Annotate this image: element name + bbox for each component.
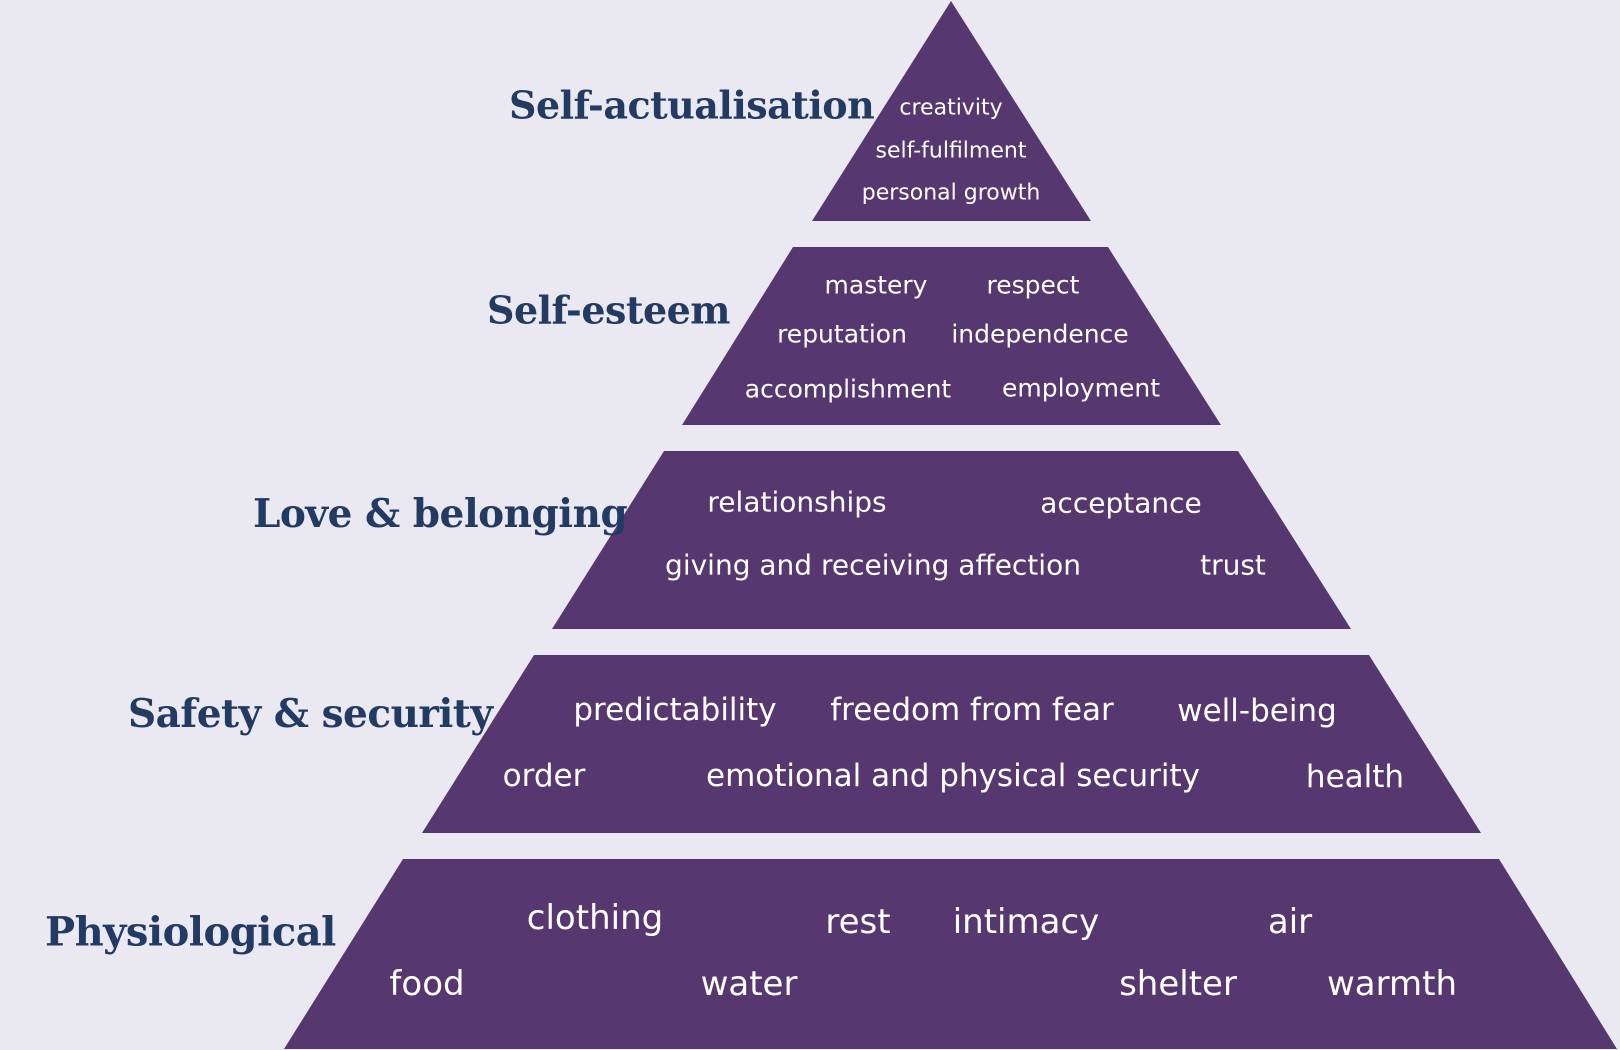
item-shelter: shelter [1119, 964, 1237, 1004]
item-water: water [700, 964, 798, 1004]
item-warmth: warmth [1326, 964, 1458, 1004]
level-label-safety-security: Safety & security [128, 691, 493, 737]
item-employment: employment [1001, 373, 1161, 403]
item-personal-growth: personal growth [861, 180, 1041, 206]
item-respect: respect [986, 270, 1080, 300]
item-independence: independence [951, 319, 1129, 349]
tier-safety-security [422, 655, 1481, 833]
item-acceptance: acceptance [1040, 486, 1202, 520]
item-mastery: mastery [824, 270, 928, 300]
item-trust: trust [1200, 548, 1266, 582]
item-health: health [1305, 759, 1405, 795]
item-order: order [502, 758, 586, 794]
item-rest: rest [825, 902, 891, 942]
level-label-love-belonging: Love & belonging [253, 491, 628, 537]
item-accomplishment: accomplishment [744, 374, 952, 404]
item-predictability: predictability [573, 692, 777, 728]
tier-physiological [284, 859, 1617, 1049]
tier-self-actualisation [812, 1, 1091, 221]
item-self-fulfilment: self-fulfilment [875, 138, 1027, 164]
level-label-self-actualisation: Self-actualisation [509, 82, 875, 128]
item-freedom-from-fear: freedom from fear [830, 692, 1114, 728]
item-air: air [1267, 902, 1313, 942]
tier-self-esteem [682, 247, 1221, 425]
item-emotional-and-physical-security: emotional and physical security [706, 758, 1200, 794]
item-giving-and-receiving-affection: giving and receiving affection [665, 548, 1081, 582]
item-creativity: creativity [899, 95, 1003, 121]
level-label-physiological: Physiological [45, 908, 336, 956]
item-reputation: reputation [777, 319, 907, 349]
item-relationships: relationships [707, 485, 887, 519]
level-label-self-esteem: Self-esteem [487, 287, 731, 333]
item-food: food [389, 964, 465, 1004]
tier-love-belonging [552, 451, 1351, 629]
item-well-being: well-being [1177, 693, 1337, 729]
item-intimacy: intimacy [952, 902, 1100, 942]
item-clothing: clothing [526, 898, 664, 938]
